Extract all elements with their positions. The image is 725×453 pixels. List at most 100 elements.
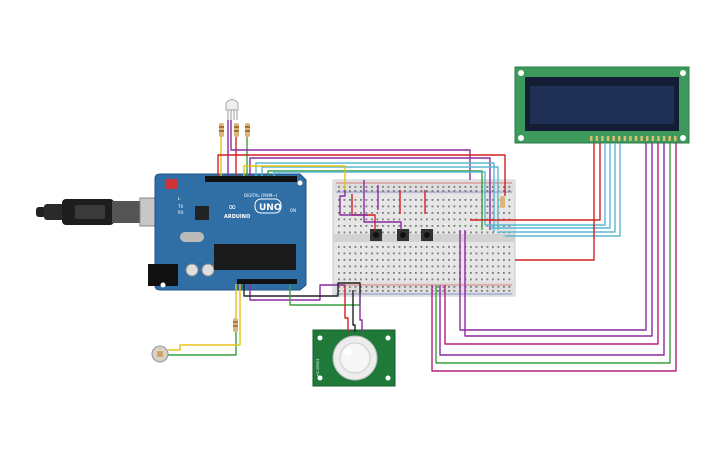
- breadboard-hole[interactable]: [464, 225, 467, 227]
- breadboard-hole[interactable]: [481, 290, 483, 292]
- breadboard-hole[interactable]: [415, 246, 417, 248]
- breadboard-hole[interactable]: [481, 231, 483, 234]
- breadboard-hole[interactable]: [459, 225, 461, 227]
- breadboard-hole[interactable]: [470, 278, 472, 281]
- breadboard-hole[interactable]: [409, 186, 412, 188]
- breadboard-hole[interactable]: [343, 225, 346, 227]
- breadboard-hole[interactable]: [420, 265, 423, 268]
- breadboard-hole[interactable]: [492, 199, 494, 201]
- breadboard-hole[interactable]: [470, 246, 472, 248]
- breadboard-hole[interactable]: [376, 218, 379, 221]
- breadboard-hole[interactable]: [426, 218, 428, 221]
- breadboard-hole[interactable]: [459, 199, 461, 201]
- breadboard-hole[interactable]: [503, 259, 505, 261]
- breadboard-hole[interactable]: [404, 225, 406, 227]
- breadboard-hole[interactable]: [376, 272, 379, 274]
- breadboard-hole[interactable]: [426, 246, 428, 248]
- breadboard-hole[interactable]: [481, 286, 483, 288]
- lcd-16x2[interactable]: [514, 66, 690, 144]
- lcd-pin[interactable]: [657, 136, 660, 141]
- breadboard-hole[interactable]: [365, 246, 368, 248]
- breadboard-hole[interactable]: [338, 190, 340, 192]
- breadboard-hole[interactable]: [387, 246, 390, 248]
- breadboard-hole[interactable]: [349, 231, 351, 234]
- breadboard-hole[interactable]: [338, 278, 340, 281]
- breadboard-hole[interactable]: [409, 252, 412, 255]
- breadboard-hole[interactable]: [448, 225, 450, 227]
- breadboard-hole[interactable]: [338, 272, 340, 274]
- breadboard-hole[interactable]: [459, 212, 461, 214]
- breadboard-hole[interactable]: [420, 259, 423, 261]
- breadboard-hole[interactable]: [492, 205, 494, 208]
- breadboard-hole[interactable]: [409, 278, 412, 281]
- breadboard-hole[interactable]: [409, 231, 412, 234]
- breadboard-hole[interactable]: [349, 212, 351, 214]
- breadboard-hole[interactable]: [448, 205, 450, 208]
- breadboard-hole[interactable]: [382, 186, 384, 188]
- breadboard-hole[interactable]: [486, 265, 489, 268]
- breadboard-hole[interactable]: [415, 290, 417, 292]
- pir-sensor-icon[interactable]: HC-SR501: [312, 329, 396, 387]
- breadboard-hole[interactable]: [387, 231, 390, 234]
- breadboard-hole[interactable]: [448, 190, 450, 192]
- breadboard-hole[interactable]: [415, 205, 417, 208]
- breadboard-hole[interactable]: [453, 186, 456, 188]
- breadboard-hole[interactable]: [448, 199, 450, 201]
- breadboard-hole[interactable]: [420, 278, 423, 281]
- breadboard-hole[interactable]: [426, 259, 428, 261]
- breadboard-hole[interactable]: [393, 290, 395, 292]
- breadboard-hole[interactable]: [354, 205, 357, 208]
- breadboard-hole[interactable]: [470, 199, 472, 201]
- lcd-pin[interactable]: [674, 136, 677, 141]
- breadboard-hole[interactable]: [437, 265, 439, 268]
- breadboard-hole[interactable]: [387, 190, 390, 192]
- breadboard-hole[interactable]: [426, 186, 428, 188]
- breadboard-hole[interactable]: [442, 246, 445, 248]
- breadboard-hole[interactable]: [338, 199, 340, 201]
- breadboard-hole[interactable]: [508, 186, 511, 188]
- breadboard-hole[interactable]: [393, 231, 395, 234]
- breadboard-hole[interactable]: [382, 225, 384, 227]
- breadboard-hole[interactable]: [349, 286, 351, 288]
- breadboard-hole[interactable]: [349, 225, 351, 227]
- breadboard-hole[interactable]: [475, 259, 478, 261]
- breadboard-hole[interactable]: [415, 190, 417, 192]
- breadboard-hole[interactable]: [420, 225, 423, 227]
- breadboard-hole[interactable]: [481, 272, 483, 274]
- breadboard-hole[interactable]: [503, 246, 505, 248]
- breadboard-hole[interactable]: [415, 231, 417, 234]
- breadboard-hole[interactable]: [448, 259, 450, 261]
- breadboard-hole[interactable]: [453, 259, 456, 261]
- breadboard-hole[interactable]: [492, 190, 494, 192]
- breadboard-hole[interactable]: [508, 199, 511, 201]
- breadboard-hole[interactable]: [393, 205, 395, 208]
- breadboard-hole[interactable]: [486, 212, 489, 214]
- breadboard-hole[interactable]: [343, 252, 346, 255]
- breadboard-hole[interactable]: [387, 199, 390, 201]
- breadboard-hole[interactable]: [420, 252, 423, 255]
- breadboard-hole[interactable]: [459, 218, 461, 221]
- breadboard-hole[interactable]: [442, 231, 445, 234]
- breadboard-hole[interactable]: [371, 259, 373, 261]
- breadboard-hole[interactable]: [486, 199, 489, 201]
- breadboard-hole[interactable]: [349, 199, 351, 201]
- breadboard-hole[interactable]: [360, 278, 362, 281]
- breadboard-hole[interactable]: [349, 186, 351, 188]
- breadboard-hole[interactable]: [365, 278, 368, 281]
- breadboard-hole[interactable]: [398, 272, 401, 274]
- breadboard-hole[interactable]: [387, 225, 390, 227]
- lcd-pin[interactable]: [612, 136, 615, 141]
- lcd-pin[interactable]: [640, 136, 643, 141]
- breadboard-hole[interactable]: [420, 272, 423, 274]
- breadboard-hole[interactable]: [470, 231, 472, 234]
- breadboard-hole[interactable]: [426, 290, 428, 292]
- breadboard-hole[interactable]: [365, 259, 368, 261]
- breadboard-hole[interactable]: [426, 199, 428, 201]
- breadboard-hole[interactable]: [420, 190, 423, 192]
- breadboard-hole[interactable]: [508, 205, 511, 208]
- breadboard-hole[interactable]: [497, 290, 500, 292]
- breadboard-hole[interactable]: [343, 212, 346, 214]
- breadboard-hole[interactable]: [393, 259, 395, 261]
- breadboard-hole[interactable]: [442, 199, 445, 201]
- breadboard-hole[interactable]: [382, 290, 384, 292]
